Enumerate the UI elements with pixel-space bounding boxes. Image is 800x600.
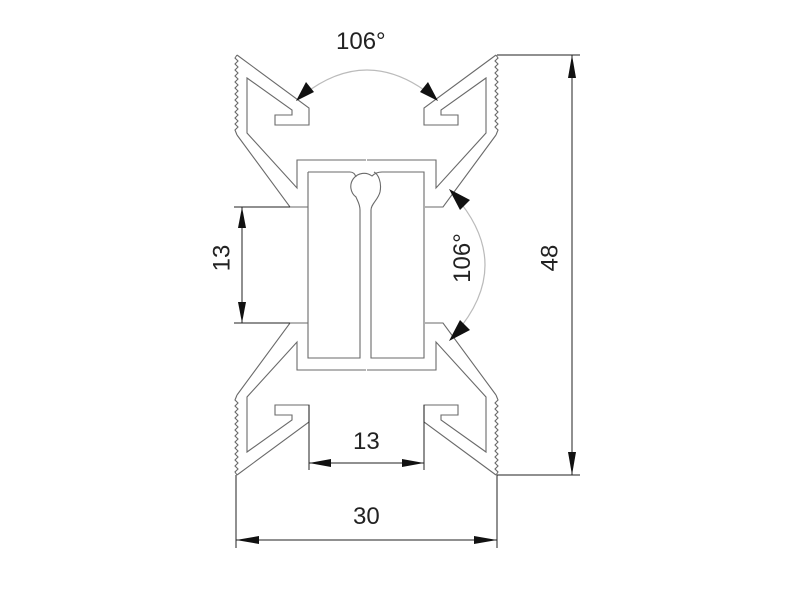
total-height-label: 48 [536,244,564,272]
slot-height-label: 13 [208,244,236,272]
profile-outline [234,54,499,476]
total-width-label: 30 [353,503,380,530]
angle-dimension-side [449,189,486,341]
total-height-dimension [497,54,580,476]
slot-width-label: 13 [353,428,380,455]
slot-height-dimension [234,206,290,324]
top-angle-label: 106° [336,28,386,55]
slot-width-dimension [308,405,425,470]
total-width-dimension [235,475,498,548]
side-angle-label: 106° [448,233,476,283]
angle-dimension-top [296,69,438,101]
